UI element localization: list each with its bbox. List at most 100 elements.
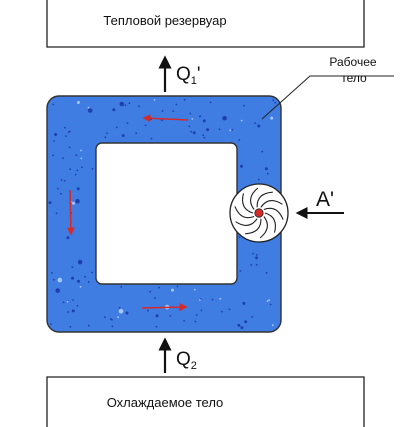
fluid-particle <box>199 299 201 301</box>
fluid-particle <box>191 118 194 120</box>
fluid-particle <box>149 290 152 293</box>
fan-blade <box>250 187 259 210</box>
fluid-particle <box>60 192 62 195</box>
fluid-particle <box>221 310 223 313</box>
fluid-particle <box>271 324 274 327</box>
heat-input-arrow: Q2 <box>158 337 197 373</box>
fluid-particle <box>203 136 206 139</box>
fluid-particle <box>193 288 196 291</box>
fluid-particle <box>118 308 124 314</box>
fluid-particle <box>231 129 234 131</box>
fluid-particle <box>68 146 71 149</box>
fluid-particle <box>77 279 80 283</box>
fluid-particle <box>51 272 53 274</box>
fluid-particle <box>172 110 175 112</box>
fluid-particle <box>155 314 159 318</box>
fluid-particle <box>60 179 63 181</box>
fluid-particle <box>190 130 193 133</box>
fluid-particle <box>252 252 255 255</box>
fluid-particle <box>104 136 107 139</box>
fluid-particle <box>66 300 69 303</box>
fluid-particle <box>75 198 80 204</box>
fluid-particle <box>240 164 243 168</box>
fluid-particle <box>117 316 119 319</box>
fluid-particle <box>274 101 277 104</box>
fan-blade <box>242 193 254 214</box>
fluid-particle <box>265 272 268 274</box>
fluid-particle <box>126 122 129 124</box>
fluid-particle <box>244 320 248 324</box>
fluid-particle <box>62 157 64 160</box>
fluid-particle <box>269 303 272 306</box>
fan-blade <box>234 206 255 219</box>
fluid-particle <box>155 325 158 328</box>
fluid-particle <box>189 112 192 115</box>
fluid-particle <box>62 301 65 304</box>
fluid-particle <box>266 172 269 175</box>
fluid-particle <box>183 320 186 322</box>
fluid-particle <box>242 301 246 305</box>
fluid-particle <box>219 297 222 300</box>
fluid-particle <box>270 116 274 120</box>
fluid-particle <box>176 285 179 288</box>
fluid-particle <box>243 104 245 107</box>
fluid-particle <box>52 278 55 281</box>
fluid-particle <box>71 266 74 269</box>
fan-blade <box>256 191 273 208</box>
fluid-particle <box>147 309 149 312</box>
fluid-particle <box>161 119 163 122</box>
fluid-particle <box>195 314 198 316</box>
fluid-particle <box>87 324 90 327</box>
fan-blade <box>263 207 284 220</box>
fluid-particle <box>192 131 196 135</box>
fluid-particle <box>74 173 77 176</box>
fluid-particle <box>239 270 242 272</box>
fluid-particle <box>75 154 78 157</box>
fluid-particle <box>121 134 125 138</box>
fluid-particle <box>158 286 160 289</box>
working-body-ring <box>46 95 282 333</box>
heat-input-label: Q2 <box>176 349 197 372</box>
heat-output-label: Q1' <box>176 64 201 87</box>
fluid-particle <box>202 119 206 123</box>
fluid-particle <box>250 264 253 266</box>
flow-arrow-icon <box>66 189 75 236</box>
fan-blade <box>245 218 262 235</box>
fluid-particle <box>144 124 147 127</box>
fluid-particle <box>55 212 58 215</box>
fluid-particle <box>87 108 93 113</box>
fluid-particle <box>261 150 264 153</box>
fluid-particle <box>67 311 70 313</box>
fluid-particle <box>171 288 174 292</box>
fluid-particle <box>268 299 270 301</box>
heat-reservoir-box: Тепловой резервуар <box>46 0 365 48</box>
flow-arrows <box>66 114 189 312</box>
fluid-particle <box>272 99 275 102</box>
fluid-particle <box>211 298 214 301</box>
fluid-particle <box>194 320 197 323</box>
fluid-particle <box>251 316 254 318</box>
fluid-particle <box>255 256 259 260</box>
fluid-particle <box>50 323 52 325</box>
cooled-body-label: Охлаждаемое тело <box>107 395 224 410</box>
fluid-particle <box>119 101 125 107</box>
fluid-particle <box>48 201 52 205</box>
fluid-particle <box>183 98 186 101</box>
fluid-particle <box>54 133 58 136</box>
fluid-particle <box>202 134 205 137</box>
fluid-particle <box>65 135 67 138</box>
fluid-particle <box>128 102 131 105</box>
fan-blade <box>264 212 276 233</box>
fluid-particle <box>199 115 202 117</box>
flow-arrow-icon <box>142 114 189 123</box>
fluid-particle <box>63 179 66 182</box>
fluid-particle <box>257 124 261 128</box>
fluid-particle <box>57 277 63 283</box>
fluid-particle <box>254 122 257 124</box>
fluid-particle <box>84 275 86 278</box>
fluid-particle <box>87 281 90 283</box>
fluid-particle <box>66 236 70 240</box>
work-input-arrow: A' <box>295 188 344 219</box>
fluid-particle <box>237 323 241 327</box>
fan-pump-icon <box>229 183 289 243</box>
